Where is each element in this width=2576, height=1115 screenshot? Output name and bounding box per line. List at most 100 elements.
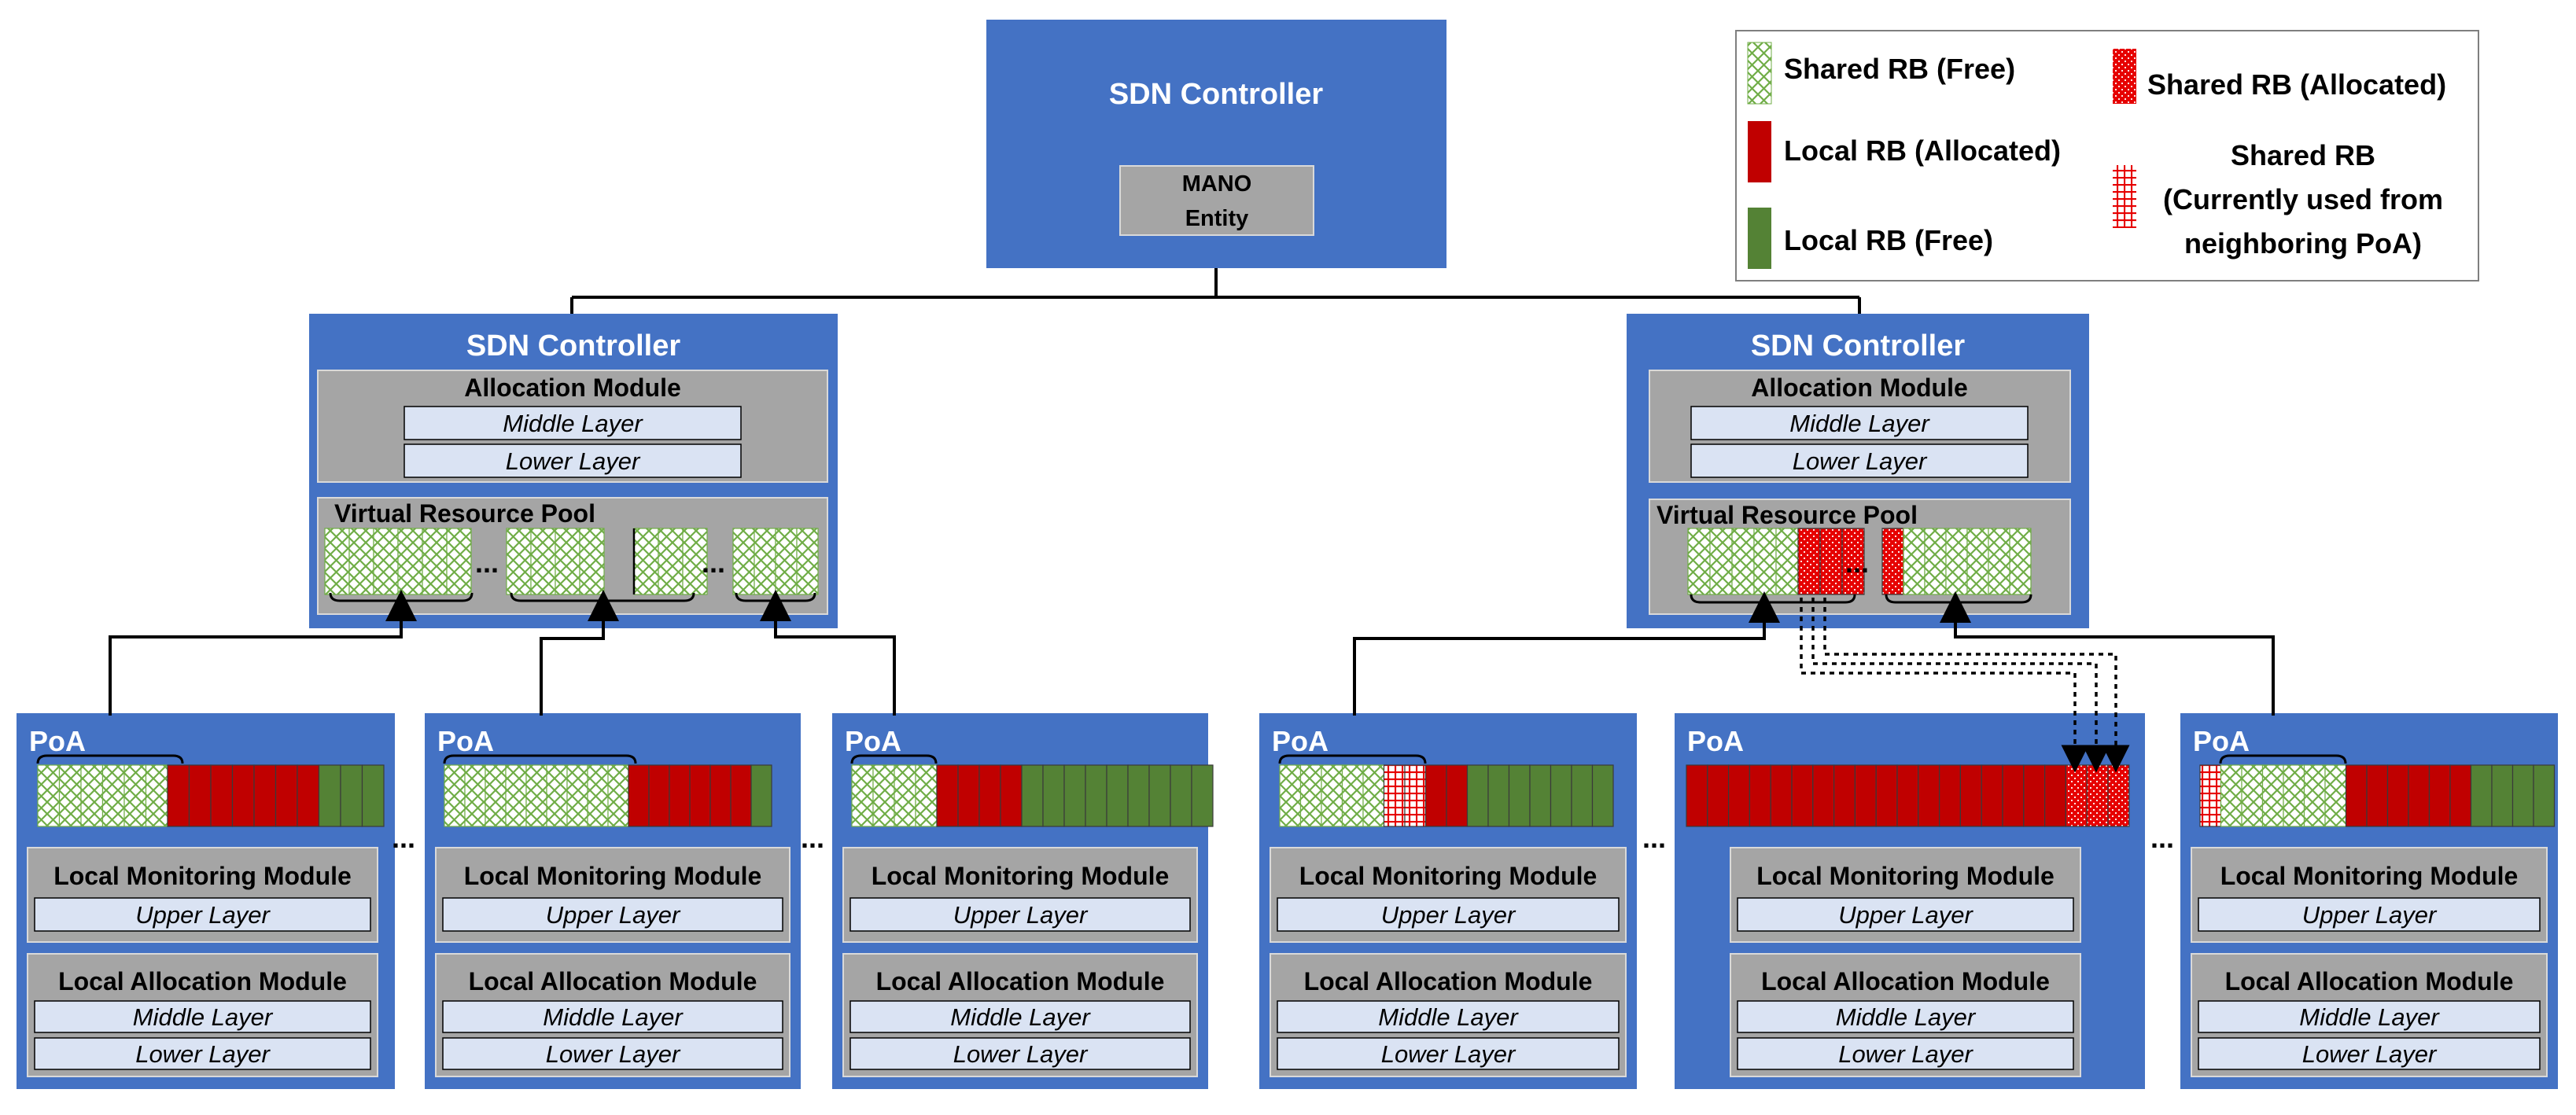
- poa-5-local-rb-allocated-1: [1686, 764, 1708, 827]
- poa-3-local-rb-allocated-6: [957, 764, 980, 827]
- poa-6-shared-rb-free-7: [2324, 764, 2347, 827]
- poa-4-local-rb-free-15: [1571, 764, 1594, 827]
- poa-1-shared-rb-free-4: [101, 764, 125, 827]
- poa-2-middle-layer-label: Middle Layer: [543, 1003, 684, 1031]
- poa-2-shared-rb-free-9: [607, 764, 629, 827]
- legend-label-neighbor-line2: (Currently used from: [2163, 183, 2443, 215]
- sdn-controller-right-title: SDN Controller: [1751, 329, 1966, 362]
- poa-5-lower-layer-box: [1737, 1037, 2074, 1070]
- poa-5-local-rb-allocated-12: [1918, 764, 1940, 827]
- poa-1-shared-brace: [36, 754, 184, 764]
- poa-6-shared-rb-free-5: [2283, 764, 2305, 827]
- arrow-poa1-to-pool: [109, 590, 417, 716]
- pool-left-g2a-shared-rb-free-3: [555, 528, 580, 595]
- poa-4-allocation-label: Local Allocation Module: [1304, 967, 1593, 995]
- poa-2-shared-rb-free-8: [587, 764, 609, 827]
- pool-left-g1-shared-rb-free-2: [348, 528, 374, 595]
- poa-4-local-rb-free-10: [1466, 764, 1489, 827]
- mano-entity-label-line1: MANO: [1182, 171, 1252, 197]
- poa-4-local-rb-free-13: [1529, 764, 1552, 827]
- poa-6-local-rb-allocated-11: [2408, 764, 2430, 827]
- poa-to-pool-arrows: [109, 590, 2275, 716]
- poa-3-local-rb-free-17: [1191, 764, 1214, 827]
- arrow-poa2-to-pool: [540, 590, 619, 716]
- poa-1-upper-layer-box: [34, 897, 371, 932]
- pool-right-g1-shared-rb-free-3: [1731, 528, 1755, 595]
- pool-right-g1-shared-rb-allocated-7: [1819, 528, 1843, 595]
- poa-1-middle-layer-box: [34, 1000, 371, 1033]
- poa-1-lower-layer-label: Lower Layer: [135, 1040, 271, 1068]
- poa-1-local-rb-free-15: [340, 764, 363, 827]
- poa-5-local-rb-allocated-15: [1981, 764, 2003, 827]
- arrow-poa4-to-pool: [1353, 591, 1780, 716]
- poa-4-upper-layer-box: [1277, 897, 1620, 932]
- poa-3-middle-layer-label: Middle Layer: [950, 1003, 1091, 1031]
- poa-2-shared-rb-free-5: [525, 764, 547, 827]
- poa-2-local-rb-allocated-10: [628, 764, 650, 827]
- poa-3-allocation-label: Local Allocation Module: [876, 967, 1165, 995]
- poa-3-local-rb-free-11: [1063, 764, 1086, 827]
- poa-5-local-rb-allocated-7: [1812, 764, 1835, 827]
- poa-3-local-rb-free-14: [1127, 764, 1150, 827]
- poa-6-shared-rb-free-4: [2261, 764, 2284, 827]
- poa-4-label: PoA: [1272, 725, 1329, 757]
- poa-6-local-rb-allocated-10: [2386, 764, 2409, 827]
- poa-4-local-rb-free-11: [1487, 764, 1510, 827]
- poa-2-local-rb-allocated-15: [730, 764, 752, 827]
- pool-left-g2a-shared-rb-free-4: [579, 528, 605, 595]
- poa-4-lower-layer-box: [1277, 1037, 1620, 1070]
- poa-1-local-rb-allocated-7: [167, 764, 190, 827]
- legend-swatch-shared-allocated: [2113, 49, 2136, 104]
- poa-2-shared-rb-free-7: [566, 764, 588, 827]
- shared-rb-dashed-arrows: [1800, 598, 2130, 773]
- poa-6-local-rb-free-17: [2533, 764, 2556, 827]
- poa-2-lower-layer-label: Lower Layer: [546, 1040, 681, 1068]
- pool-left-g1-shared-rb-free-1: [324, 528, 350, 595]
- dashed-arrow-1: [1800, 598, 2089, 773]
- poa-4-monitoring-label: Local Monitoring Module: [1299, 862, 1598, 890]
- poa-2-local-rb-allocated-12: [669, 764, 691, 827]
- legend-label-neighbor-line3: neighboring PoA): [2184, 227, 2422, 259]
- legend-label-shared-free: Shared RB (Free): [1784, 53, 2015, 85]
- poa-6-label: PoA: [2193, 725, 2250, 757]
- poa-5-upper-layer-label: Upper Layer: [1838, 901, 1973, 929]
- pool-left-blocks: [324, 528, 819, 602]
- poa-4-local-rb-allocated-9: [1446, 764, 1469, 827]
- poa-5-middle-layer-label: Middle Layer: [1836, 1003, 1977, 1031]
- poa-5-local-rb-allocated-14: [1959, 764, 1982, 827]
- poa-4-local-rb-allocated-8: [1424, 764, 1447, 827]
- pool-left-g2b-shared-rb-free-2: [658, 528, 684, 595]
- dashed-arrow-3: [1823, 598, 2130, 773]
- poa-3-local-rb-free-10: [1042, 764, 1065, 827]
- pool-left-g1-shared-rb-free-6: [446, 528, 472, 595]
- poa-6-middle-layer-label: Middle Layer: [2299, 1003, 2440, 1031]
- poa-4-shared-rb-neighbor-7: [1404, 764, 1427, 827]
- poa-5-local-rb-allocated-16: [2002, 764, 2025, 827]
- poa-1-local-rb-allocated-10: [231, 764, 255, 827]
- poa-5-upper-layer-box: [1737, 897, 2074, 932]
- poa-2-lower-layer-box: [442, 1037, 783, 1070]
- poa-5-shared-rb-allocated-19: [2065, 764, 2088, 827]
- virtual-resource-pool-right-label: Virtual Resource Pool: [1657, 501, 1918, 529]
- poa-2-middle-layer-box: [442, 1000, 783, 1033]
- poa-1-lower-layer-box: [34, 1037, 371, 1070]
- pool-left-g2b-shared-rb-free-1: [633, 528, 659, 595]
- mano-entity-label-line2: Entity: [1185, 206, 1249, 231]
- poa-3-local-rb-allocated-5: [936, 764, 959, 827]
- poa-5-local-rb-allocated-13: [1939, 764, 1962, 827]
- poa-5-local-rb-allocated-17: [2023, 764, 2046, 827]
- poa-5-shared-rb-allocated-20: [2086, 764, 2109, 827]
- pool-left-g1-shared-rb-free-3: [373, 528, 399, 595]
- pool-left-g3-shared-rb-free-3: [775, 528, 798, 595]
- poa-5-local-rb-allocated-9: [1854, 764, 1877, 827]
- pool-left-ellipsis-1: ...: [475, 546, 499, 579]
- poa-4-shared-rb-free-5: [1362, 764, 1385, 827]
- poa-ellipsis-3: ...: [1642, 822, 1666, 854]
- mano-entity-box: [1119, 165, 1314, 236]
- poa-1-label: PoA: [29, 725, 86, 757]
- sdn-controller-left: SDN Controller Allocation Module Middle …: [309, 314, 838, 628]
